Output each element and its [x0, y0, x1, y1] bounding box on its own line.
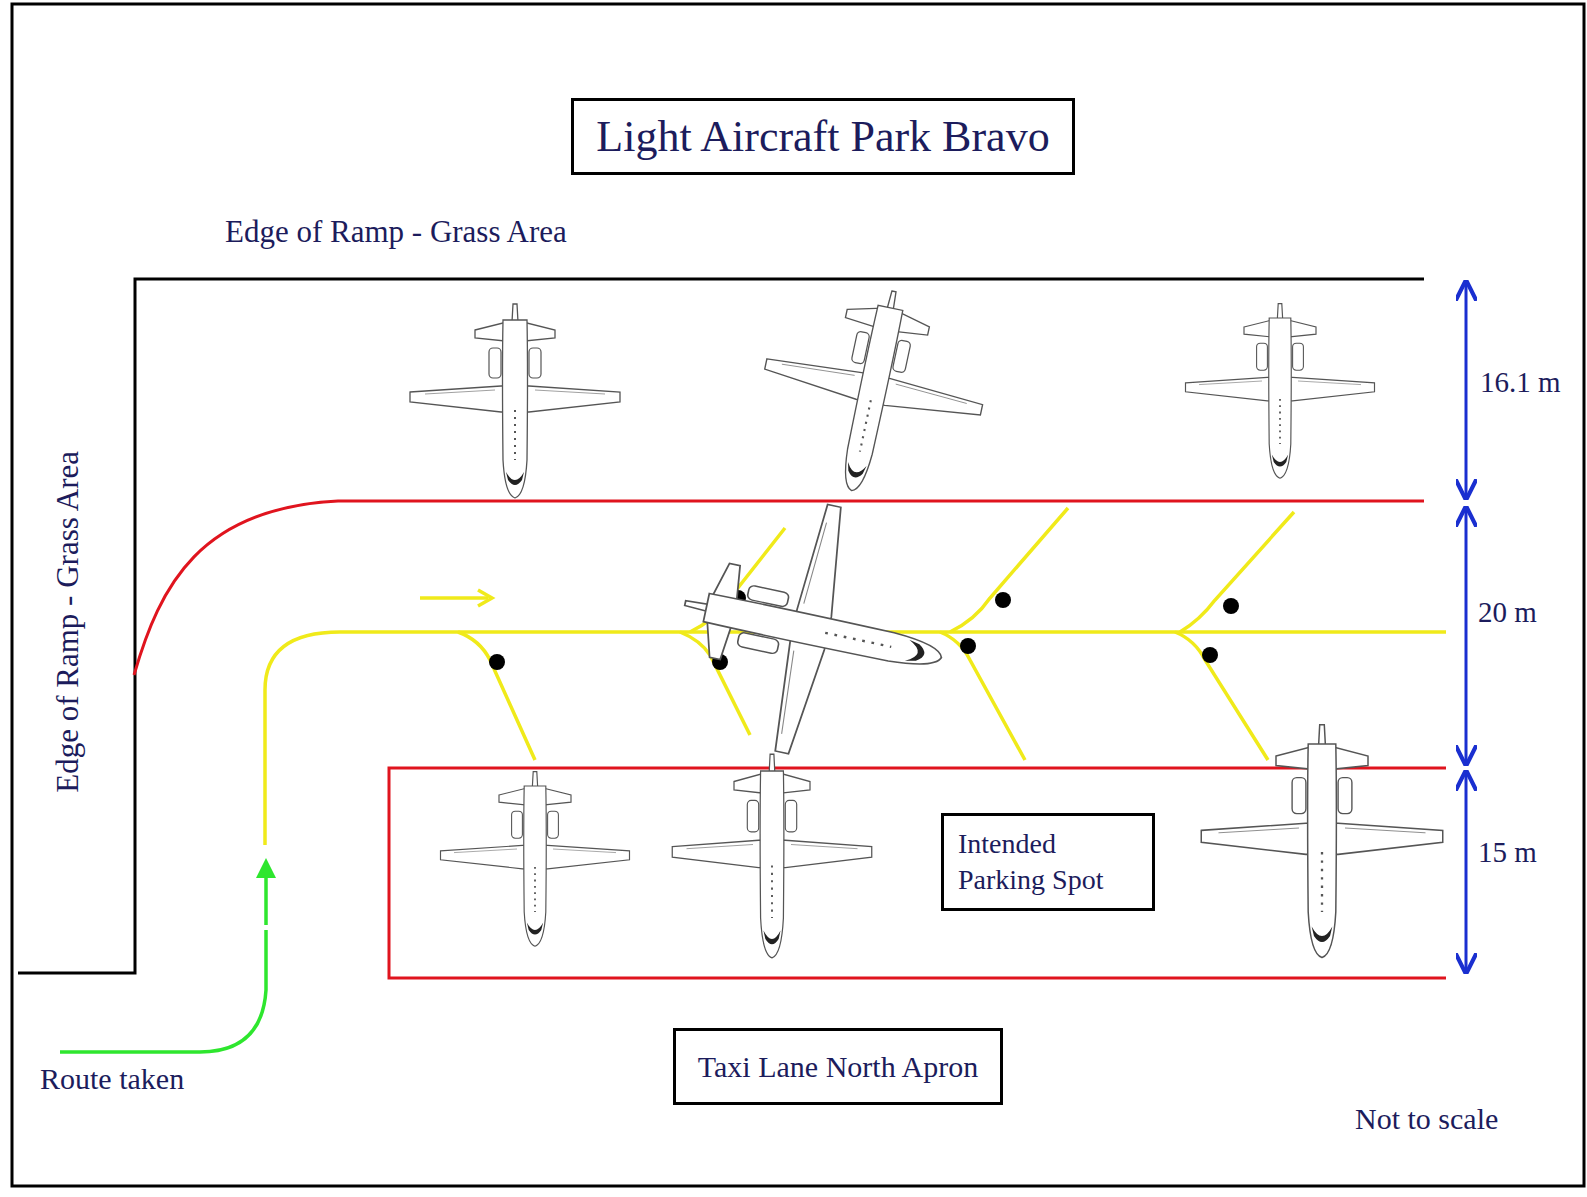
red-line [134, 501, 1424, 675]
dimension-arrows [1465, 282, 1468, 972]
dimension-label: 15 m [1478, 836, 1537, 869]
yellow-taxi-lines [265, 508, 1446, 845]
box-label: Intended Parking Spot [958, 826, 1138, 899]
title-box: Light Aircraft Park Bravo [571, 98, 1074, 175]
ramp-edge [18, 279, 1424, 973]
frame [12, 4, 1584, 1186]
red-line [389, 768, 1446, 978]
parking-spot-box: Intended Parking Spot [941, 813, 1155, 912]
title-text: Light Aircraft Park Bravo [596, 111, 1049, 162]
route-line [60, 872, 266, 1052]
dimension-label: 20 m [1478, 596, 1537, 629]
ramp-edge-label: Edge of Ramp - Grass Area [50, 451, 86, 793]
route-label: Route taken [40, 1062, 184, 1097]
box-label: Taxi Lane North Apron [698, 1047, 978, 1086]
taxi-lane-box: Taxi Lane North Apron [673, 1028, 1003, 1105]
dimension-label: 16.1 m [1480, 366, 1561, 399]
ramp-edge-label: Edge of Ramp - Grass Area [225, 214, 567, 250]
note-label: Not to scale [1355, 1102, 1498, 1137]
